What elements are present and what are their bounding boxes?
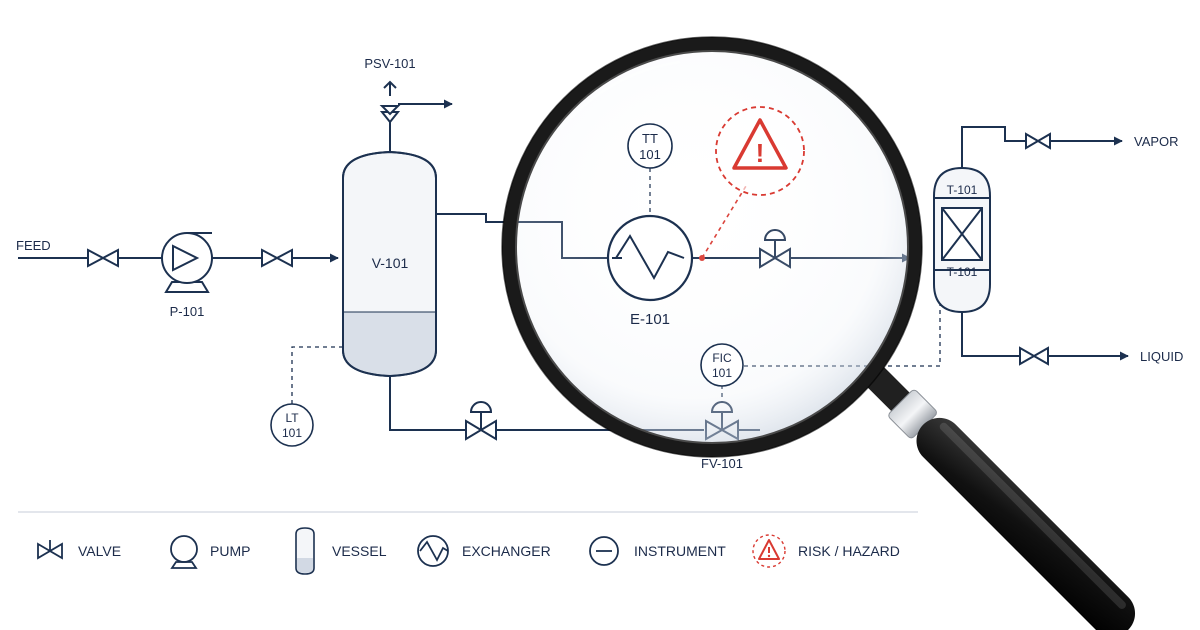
flow-valve-label: FV-101 — [701, 456, 743, 471]
tt-tag: TT — [642, 131, 658, 146]
pump-p101[interactable] — [161, 232, 213, 293]
vessel-label: V-101 — [372, 255, 409, 271]
valve-pump-discharge[interactable] — [261, 248, 293, 268]
instrument-lt101[interactable]: LT 101 — [270, 403, 314, 447]
relief-valve-psv101[interactable] — [379, 80, 401, 124]
lens-glass — [512, 47, 912, 447]
fic-tag: FIC — [712, 351, 732, 365]
lt-tag: LT — [285, 411, 299, 425]
magnifying-glass-icon — [501, 36, 1136, 630]
instrument-fic101[interactable]: FIC 101 — [700, 343, 744, 387]
legend-valve-icon — [37, 540, 63, 560]
column-bottom-label: T-101 — [947, 265, 978, 279]
fic-number: 101 — [712, 366, 732, 380]
column-t101[interactable] — [933, 166, 991, 314]
lt-number: 101 — [282, 426, 302, 440]
legend: VALVE PUMP VESSEL EXCHANGER INSTRUMENT — [37, 527, 900, 575]
exchanger-e101[interactable] — [606, 214, 694, 302]
legend-instrument-icon — [589, 536, 619, 566]
control-valve-return[interactable] — [465, 401, 497, 441]
legend-label-pump: PUMP — [210, 543, 250, 559]
warning-triangle-icon — [732, 118, 788, 170]
tt-number: 101 — [639, 147, 661, 162]
legend-label-instrument: INSTRUMENT — [634, 543, 726, 559]
relief-valve-label: PSV-101 — [364, 56, 415, 71]
legend-pump-icon — [170, 535, 198, 569]
vessel-v101[interactable] — [342, 150, 437, 378]
exchanger-label: E-101 — [630, 311, 670, 328]
valve-feed[interactable] — [87, 248, 119, 268]
legend-hazard-icon — [752, 534, 786, 568]
liquid-label: LIQUID — [1140, 349, 1183, 364]
legend-label-hazard: RISK / HAZARD — [798, 543, 900, 559]
legend-label-valve: VALVE — [78, 543, 121, 559]
hazard-marker[interactable]: ! — [715, 106, 805, 196]
legend-label-exchanger: EXCHANGER — [462, 543, 551, 559]
vapor-label: VAPOR — [1134, 134, 1179, 149]
instrument-tt101[interactable]: TT 101 — [627, 123, 673, 169]
legend-exchanger-icon — [417, 535, 449, 567]
valve-liquid[interactable] — [1019, 346, 1049, 366]
legend-label-vessel: VESSEL — [332, 543, 387, 559]
hazard-symbol: ! — [756, 138, 765, 168]
pump-label: P-101 — [170, 304, 205, 319]
feed-label: FEED — [16, 238, 51, 253]
legend-vessel-icon — [295, 527, 315, 575]
column-top-label: T-101 — [947, 183, 978, 197]
valve-vapor[interactable] — [1025, 132, 1051, 150]
